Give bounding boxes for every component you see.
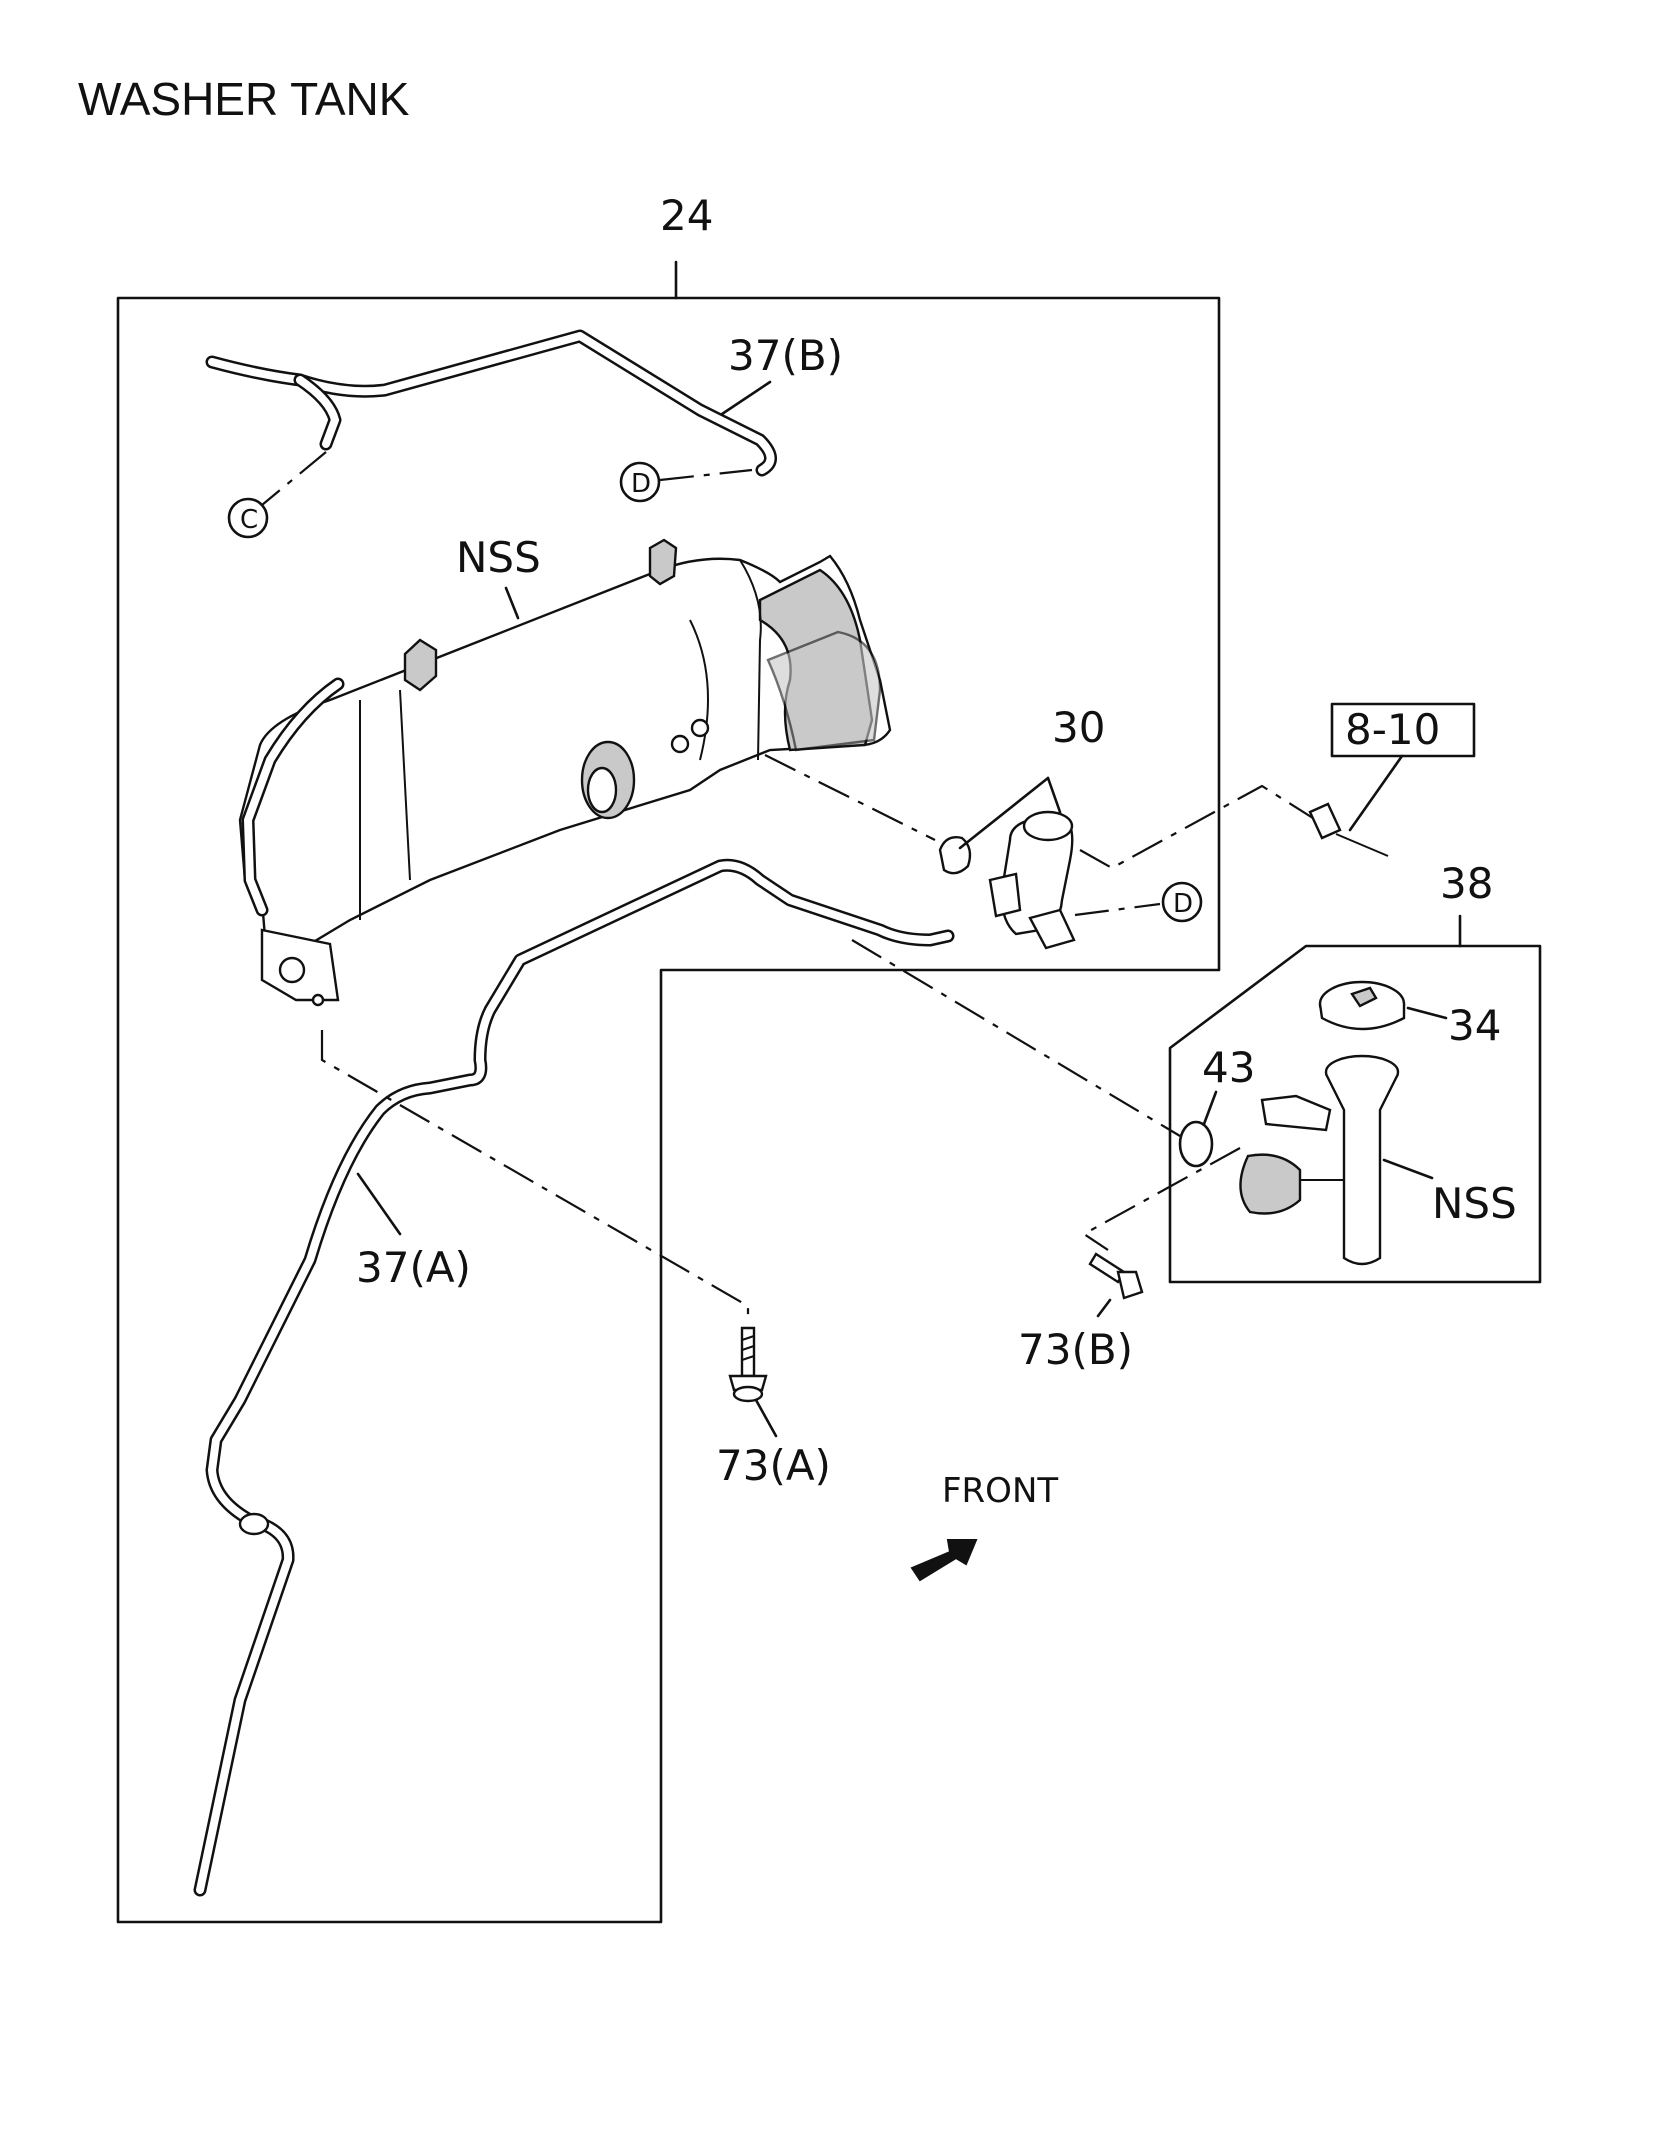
page-title: WASHER TANK bbox=[78, 73, 410, 125]
label-73b: 73(B) bbox=[1018, 1325, 1133, 1374]
label-filler-nss-leader bbox=[1382, 1158, 1434, 1180]
pump-30-leader-a bbox=[958, 776, 1050, 850]
pump-30-leader-b bbox=[1046, 776, 1062, 814]
arrow-up-right-icon bbox=[910, 1539, 978, 1582]
hose-37a bbox=[193, 858, 955, 1897]
tank-to-pump-dashline bbox=[764, 754, 936, 841]
label-43-leader bbox=[1202, 1090, 1218, 1126]
label-73a: 73(A) bbox=[716, 1441, 831, 1490]
label-34: 34 bbox=[1448, 1001, 1501, 1050]
label-tank-nss: NSS bbox=[456, 533, 541, 582]
filler-38-outline bbox=[1168, 944, 1542, 1284]
label-43: 43 bbox=[1202, 1043, 1255, 1092]
filler-cap-34 bbox=[1318, 980, 1406, 1031]
harness-connector bbox=[1308, 802, 1389, 857]
filler-neck bbox=[1239, 1054, 1400, 1266]
front-label: FRONT bbox=[942, 1471, 1058, 1511]
connector-d-pump-circle bbox=[1161, 881, 1203, 923]
tank-to-oring-dashline bbox=[851, 939, 1181, 1137]
o-ring-43 bbox=[1178, 1120, 1214, 1168]
pump-to-harness-dashline bbox=[1079, 784, 1317, 870]
connector-d-top-circle bbox=[619, 461, 661, 503]
label-24: 24 bbox=[660, 191, 713, 240]
connector-c-dashline bbox=[261, 451, 327, 506]
filler-to-bolt-b-line bbox=[1081, 1147, 1241, 1251]
connector-c-label: C bbox=[240, 505, 258, 535]
washer-pump-30 bbox=[938, 810, 1076, 950]
label-37b: 37(B) bbox=[728, 331, 843, 380]
label-73a-leader bbox=[754, 1398, 778, 1438]
bracket-to-bolt-a-line bbox=[320, 1030, 750, 1322]
bolt-73a bbox=[728, 1326, 768, 1403]
assembly-24-outline bbox=[116, 296, 1221, 1924]
connector-d-top-dashline bbox=[659, 468, 753, 482]
label-filler-nss: NSS bbox=[1432, 1179, 1517, 1228]
label-30: 30 bbox=[1052, 703, 1105, 752]
label-37a-leader bbox=[356, 1172, 402, 1236]
label-73b-leader bbox=[1096, 1298, 1112, 1318]
ref-8-10-leader bbox=[1348, 754, 1404, 832]
label-37b-leader bbox=[720, 380, 772, 416]
connector-d-top-label: D bbox=[631, 469, 651, 499]
hose-37b bbox=[205, 329, 777, 477]
label-34-leader bbox=[1406, 1006, 1448, 1020]
label-8-10: 8-10 bbox=[1345, 705, 1440, 754]
connector-d-pump-label: D bbox=[1173, 889, 1193, 919]
label-tank-nss-leader bbox=[504, 586, 520, 620]
label-38: 38 bbox=[1440, 859, 1493, 908]
connector-c-circle bbox=[227, 497, 269, 539]
connector-d-pump-dashline bbox=[1074, 902, 1161, 917]
bolt-73b bbox=[1088, 1252, 1144, 1300]
label-37a: 37(A) bbox=[356, 1243, 471, 1292]
washer-tank bbox=[238, 538, 892, 1007]
